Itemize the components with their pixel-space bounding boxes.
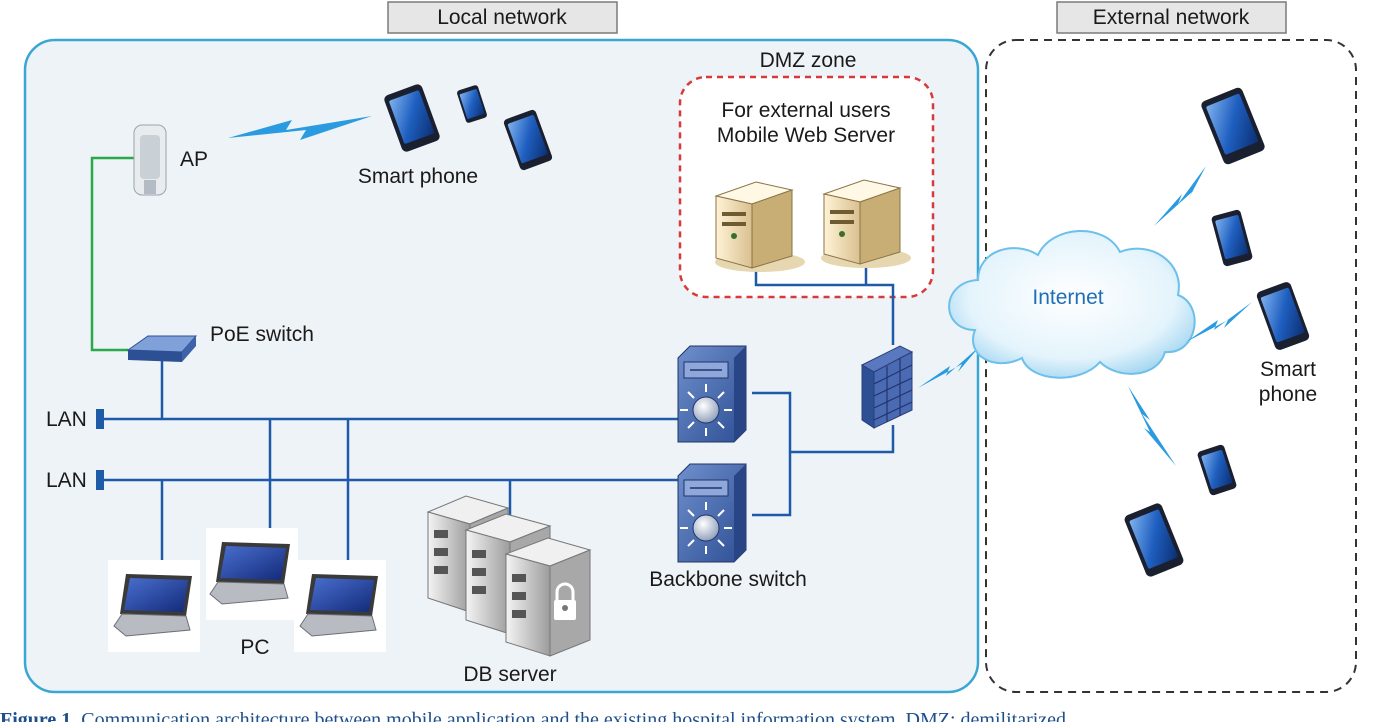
lock-icon: [555, 582, 575, 600]
smartphone-icon: [1256, 282, 1310, 350]
dmz-description-line2: Mobile Web Server: [717, 124, 895, 147]
wireless-signal-icon: [1128, 386, 1176, 466]
smartphone-icon: [384, 84, 440, 152]
lan-label-1: LAN: [46, 408, 87, 431]
smart-phone-label: Smart phone: [358, 165, 478, 188]
figure-caption: Figure 1. Communication architecture bet…: [0, 708, 1380, 722]
wireless-access-point-icon: [133, 124, 167, 196]
smartphone-icon: [457, 85, 487, 123]
laptop-pc-icon: [108, 560, 200, 652]
laptop-pc-icon: [206, 528, 298, 620]
web-server-icon: [714, 181, 805, 272]
external-smart-phone-label-line2: phone: [1259, 383, 1317, 406]
ap-label: AP: [180, 148, 208, 171]
web-server-icon: [821, 179, 911, 268]
db-server-label: DB server: [463, 663, 556, 686]
internet-label: Internet: [1032, 286, 1103, 309]
external-network-region: [985, 39, 1357, 693]
poe-switch-icon: [126, 335, 198, 362]
external-network-header-box: [1056, 1, 1287, 34]
external-network-header: External network: [1093, 6, 1250, 29]
lan-label-2: LAN: [46, 469, 87, 492]
wireless-signal-icon: [1186, 302, 1252, 342]
figure-number: Figure 1.: [0, 709, 77, 722]
firewall-icon: [860, 345, 914, 429]
smartphone-icon: [1197, 444, 1237, 496]
dmz-zone-label: DMZ zone: [760, 49, 857, 72]
wireless-signal-icon: [918, 346, 980, 388]
poe-switch-label: PoE switch: [210, 323, 314, 346]
local-network-header: Local network: [437, 6, 567, 29]
database-server-icon: [504, 537, 592, 657]
laptop-pc-icon: [294, 560, 386, 652]
lan-port-icon: [96, 470, 104, 490]
pc-label: PC: [240, 636, 269, 659]
ap-cable: [90, 156, 135, 352]
lan-cabling: [102, 262, 895, 565]
internet-cloud-icon: [948, 229, 1196, 379]
wireless-signal-icon: [228, 116, 372, 140]
smartphone-icon: [503, 109, 553, 171]
smartphone-icon: [1124, 503, 1184, 577]
dmz-description-line1: For external users: [721, 99, 890, 122]
local-network-header-box: [387, 1, 618, 34]
external-smart-phone-label-line1: Smart: [1260, 358, 1316, 381]
backbone-switch-icon: [677, 463, 747, 563]
backbone-switch-icon: [677, 345, 747, 443]
backbone-switch-label: Backbone switch: [649, 568, 807, 591]
figure-caption-text: Communication architecture between mobil…: [81, 709, 1067, 722]
smartphone-icon: [1211, 209, 1253, 267]
smartphone-icon: [1201, 87, 1265, 165]
lan-port-icon: [96, 409, 104, 429]
